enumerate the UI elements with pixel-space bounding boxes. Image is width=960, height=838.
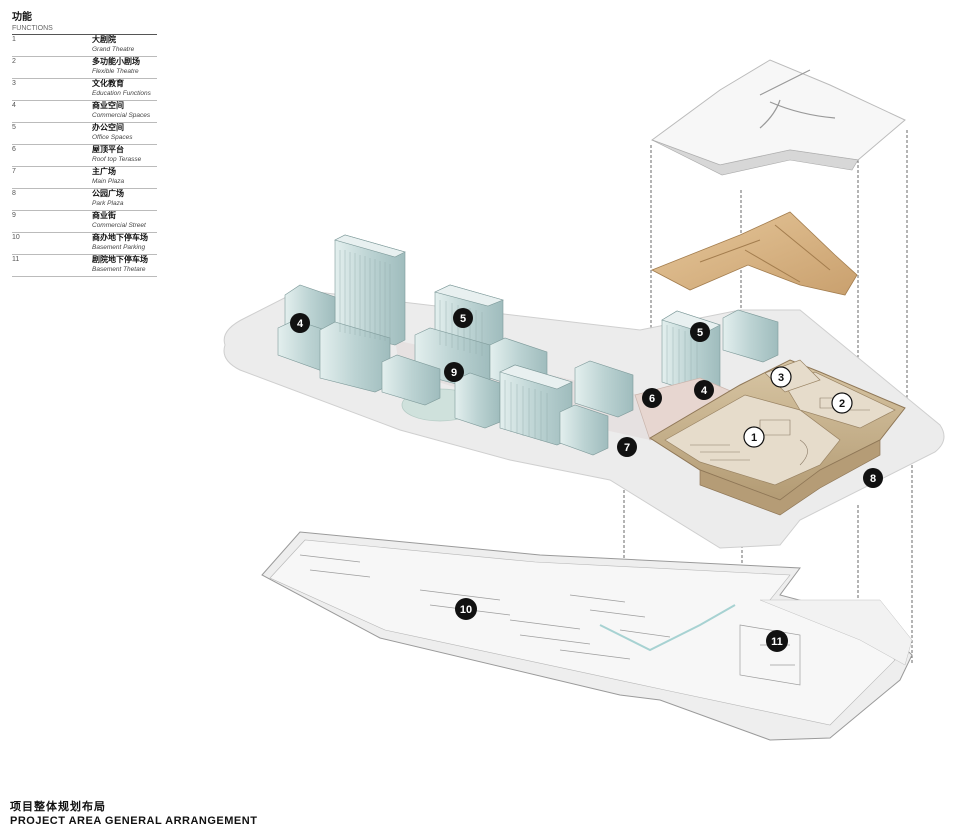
legend-item: 6 屋顶平台 Roof top Terasse <box>12 145 157 167</box>
legend-item-number: 10 <box>12 234 20 241</box>
legend-item-cn: 公园广场 <box>92 189 124 198</box>
functions-legend: 功能 FUNCTIONS 1 大剧院 Grand Theatre 2 多功能小剧场 Fle… <box>12 12 157 277</box>
page-title: 项目整体规划布局 PROJECT AREA GENERAL ARRANGEMEN… <box>10 800 257 828</box>
label-badge-5b: 5 <box>690 322 710 342</box>
legend-item-en: Grand Theatre <box>92 46 135 53</box>
label-1-text: 1 <box>751 432 757 444</box>
label-9-text: 9 <box>451 367 457 379</box>
label-badge-6: 6 <box>642 388 662 408</box>
label-10-text: 10 <box>460 604 472 616</box>
legend-item-cn: 办公空间 <box>92 123 124 132</box>
legend-item-cn: 商业街 <box>92 211 116 220</box>
legend-item-number: 2 <box>12 58 16 65</box>
legend-item: 11 剧院地下停车场 Basement Thetare <box>12 255 157 277</box>
label-badge-9: 9 <box>444 362 464 382</box>
label-badge-11: 11 <box>766 630 788 652</box>
legend-item: 4 商业空间 Commercial Spaces <box>12 101 157 123</box>
label-3-text: 3 <box>778 372 784 384</box>
legend-item-text: 大剧院 Grand Theatre <box>92 35 134 56</box>
label-7-text: 7 <box>624 442 630 454</box>
legend-item: 9 商业街 Commercial Street <box>12 211 157 233</box>
legend-item-number: 3 <box>12 80 16 87</box>
legend-item-en: Education Functions <box>92 90 151 97</box>
legend-item: 2 多功能小剧场 Flexible Theatre <box>12 57 157 79</box>
label-badge-1: 1 <box>743 426 765 448</box>
legend-item-en: Commercial Street <box>92 222 146 229</box>
legend-item: 1 大剧院 Grand Theatre <box>12 35 157 57</box>
legend-item-en: Roof top Terasse <box>92 156 142 163</box>
legend-item-text: 商办地下停车场 Basement Parking <box>92 233 148 254</box>
legend-item-cn: 商办地下停车场 <box>92 233 148 242</box>
legend-item-en: Basement Thetare <box>92 266 146 273</box>
building-blocks <box>277 234 779 456</box>
legend-item-number: 4 <box>12 102 16 109</box>
legend-item: 5 办公空间 Office Spaces <box>12 123 157 145</box>
legend-item-text: 公园广场 Park Plaza <box>92 189 124 210</box>
legend-list: 1 大剧院 Grand Theatre 2 多功能小剧场 Flexible Theatre… <box>12 35 157 277</box>
legend-item-number: 11 <box>12 256 20 263</box>
label-6-text: 6 <box>649 393 655 405</box>
legend-item-en: Commercial Spaces <box>92 112 151 119</box>
legend-item-cn: 商业空间 <box>92 101 124 110</box>
legend-item-number: 7 <box>12 168 16 175</box>
legend-item: 8 公园广场 Park Plaza <box>12 189 157 211</box>
legend-item-cn: 多功能小剧场 <box>92 57 140 66</box>
legend-title-en: FUNCTIONS <box>12 24 157 35</box>
label-badge-5a: 5 <box>453 308 473 328</box>
legend-item-en: Flexible Theatre <box>92 68 139 75</box>
legend-item-text: 屋顶平台 Roof top Terasse <box>92 145 141 166</box>
label-8-text: 8 <box>870 473 876 485</box>
label-4b-text: 4 <box>701 385 708 397</box>
label-11-text: 11 <box>771 636 783 648</box>
legend-item-text: 办公空间 Office Spaces <box>92 123 132 144</box>
legend-item-number: 6 <box>12 146 16 153</box>
legend-item: 7 主广场 Main Plaza <box>12 167 157 189</box>
legend-title-cn: 功能 <box>12 12 32 23</box>
legend-item: 10 商办地下停车场 Basement Parking <box>12 233 157 255</box>
label-badge-7: 7 <box>617 437 637 457</box>
label-2-text: 2 <box>839 398 845 410</box>
label-badge-8: 8 <box>863 468 883 488</box>
legend-item-cn: 屋顶平台 <box>92 145 124 154</box>
label-badge-2: 2 <box>831 392 853 414</box>
legend-item-cn: 大剧院 <box>92 35 116 44</box>
legend-item-number: 1 <box>12 36 16 43</box>
label-4a-text: 4 <box>297 318 304 330</box>
page-title-en: PROJECT AREA GENERAL ARRANGEMENT <box>10 815 258 827</box>
legend-item-text: 商业空间 Commercial Spaces <box>92 101 150 122</box>
legend-item-text: 剧院地下停车场 Basement Thetare <box>92 255 148 276</box>
legend-item-text: 多功能小剧场 Flexible Theatre <box>92 57 140 78</box>
legend-item-en: Basement Parking <box>92 244 146 251</box>
legend-item-en: Main Plaza <box>92 178 125 185</box>
label-badge-3: 3 <box>770 366 792 388</box>
legend-item: 3 文化教育 Education Functions <box>12 79 157 101</box>
legend-item-number: 8 <box>12 190 16 197</box>
roof-canopy <box>650 59 906 176</box>
label-5a-text: 5 <box>460 313 466 325</box>
label-5b-text: 5 <box>697 327 703 339</box>
legend-item-cn: 主广场 <box>92 167 116 176</box>
timber-roof-frame <box>651 211 858 296</box>
legend-item-cn: 文化教育 <box>92 79 124 88</box>
page-title-cn: 项目整体规划布局 <box>10 801 106 813</box>
legend-item-text: 主广场 Main Plaza <box>92 167 124 188</box>
legend-item-text: 商业街 Commercial Street <box>92 211 146 232</box>
legend-item-en: Park Plaza <box>92 200 124 207</box>
legend-item-cn: 剧院地下停车场 <box>92 255 148 264</box>
label-badge-4b: 4 <box>694 380 714 400</box>
legend-item-en: Office Spaces <box>92 134 133 141</box>
label-badge-4a: 4 <box>290 313 310 333</box>
legend-item-number: 5 <box>12 124 16 131</box>
label-badge-10: 10 <box>455 598 477 620</box>
legend-item-text: 文化教育 Education Functions <box>92 79 151 100</box>
basement-level <box>261 531 913 741</box>
legend-item-number: 9 <box>12 212 16 219</box>
